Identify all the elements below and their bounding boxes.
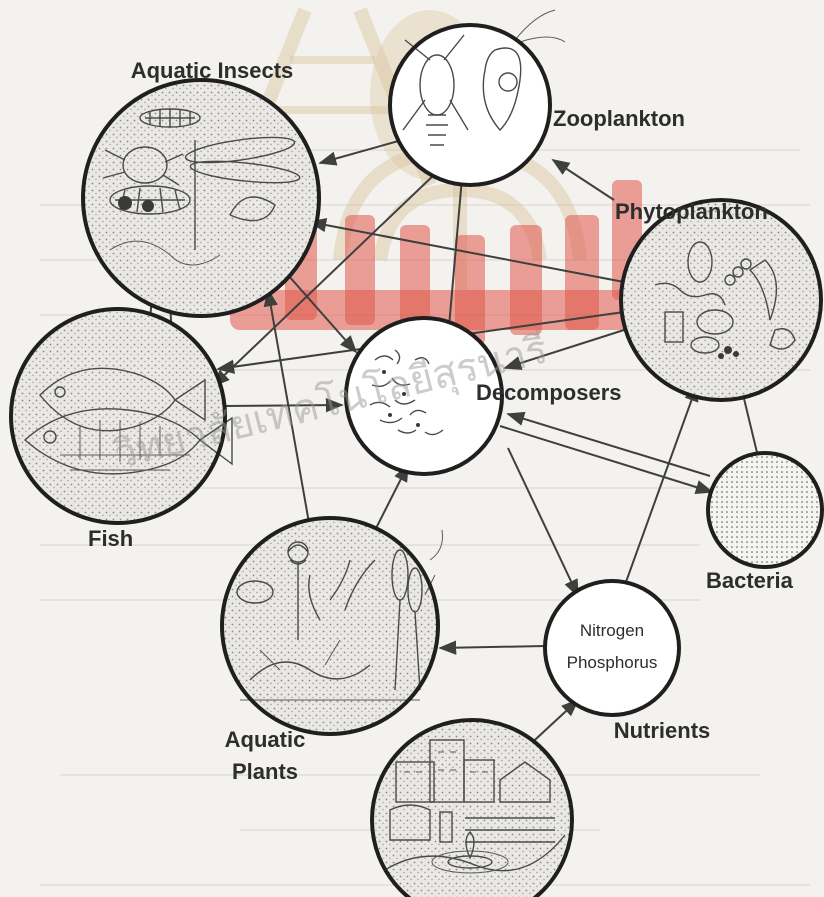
nitrogen-label: Nitrogen [580,621,644,640]
arrow-nutrients-to-plants [440,646,545,648]
arrow-nutrients-to-phytoplankton [622,385,697,593]
label-fish: Fish [88,526,133,551]
node-phytoplankton [621,200,821,400]
label-aquatic-plants-line1: Aquatic [225,727,306,752]
label-aquatic-plants-line2: Plants [232,759,298,784]
phosphorus-label: Phosphorus [567,653,658,672]
node-settlement [372,720,572,897]
arrow-decomposers-to-nutrients [508,448,578,596]
label-zooplankton: Zooplankton [553,106,685,131]
node-aquatic-insects [83,80,319,316]
label-aquatic-insects: Aquatic Insects [131,58,294,83]
label-bacteria: Bacteria [706,568,794,593]
node-aquatic-plants [222,518,443,734]
node-bacteria [708,453,822,567]
label-decomposers: Decomposers [476,380,622,405]
node-nutrients: Nitrogen Phosphorus [545,581,679,715]
arrow-bacteria-to-decomposers [508,414,710,476]
bacteria-stipple-icon [735,480,795,540]
arrow-decomposers-to-bacteria [500,426,712,492]
label-nutrients: Nutrients [614,718,711,743]
label-phytoplankton: Phytoplankton [615,199,768,224]
